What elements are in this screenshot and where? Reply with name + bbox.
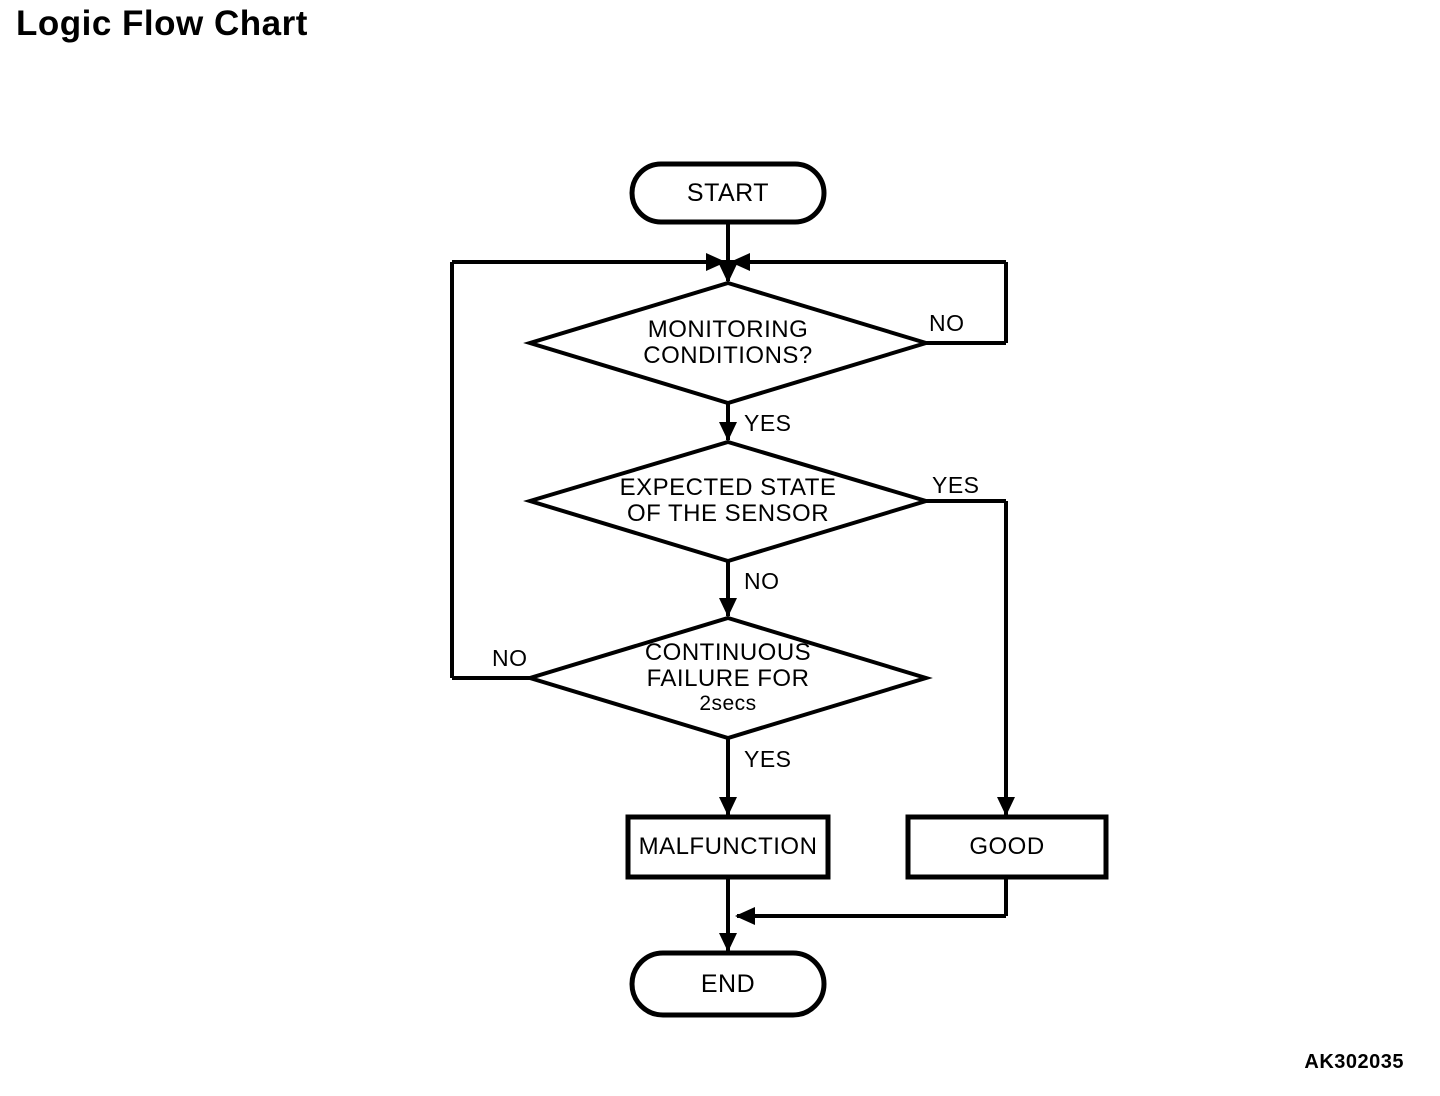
arrowhead-into-monitoring <box>719 264 737 283</box>
edge-label-expected-yes: YES <box>932 472 980 498</box>
process-malfunction-shape <box>625 814 831 880</box>
arrowhead-into-malfunction <box>719 797 737 816</box>
node-end: END <box>632 953 824 1015</box>
node-continuous-line3: 2secs <box>699 692 757 715</box>
node-monitoring-line2: CONDITIONS? <box>643 342 813 369</box>
arrowhead-into-expected <box>719 422 737 441</box>
edge-label-continuous-no: NO <box>492 645 528 671</box>
arrowhead-into-continuous <box>719 598 737 617</box>
arrowhead-junction-left <box>735 907 755 925</box>
terminator-end-shape <box>629 950 827 1018</box>
node-good: GOOD <box>908 817 1106 877</box>
terminator-start-shape <box>629 161 827 225</box>
arrowhead-merge-from-right <box>730 253 750 271</box>
edge-label-expected-no: NO <box>744 568 780 594</box>
arrowhead-merge-from-left <box>706 253 726 271</box>
edge-label-monitoring-no: NO <box>929 310 965 336</box>
node-end-label: END <box>700 969 756 998</box>
arrowhead-into-end <box>719 933 737 952</box>
node-continuous-line1: CONTINUOUS <box>644 639 812 666</box>
node-expected-state: EXPECTED STATE OF THE SENSOR <box>560 475 896 527</box>
node-continuous-line2: FAILURE FOR <box>646 665 810 692</box>
page-title: Logic Flow Chart <box>16 4 308 43</box>
figure-code: AK302035 <box>1304 1051 1404 1073</box>
node-malfunction: MALFUNCTION <box>628 817 828 877</box>
connector-lines <box>450 222 1008 951</box>
node-expected-line2: OF THE SENSOR <box>626 500 830 527</box>
arrowhead-into-good <box>997 797 1015 816</box>
node-good-label: GOOD <box>969 833 1045 860</box>
edge-label-monitoring-yes: YES <box>744 410 792 436</box>
node-malfunction-label: MALFUNCTION <box>638 833 818 860</box>
decision-continuous-shape <box>523 615 933 741</box>
node-expected-line1: EXPECTED STATE <box>619 474 837 501</box>
node-monitoring-line1: MONITORING <box>647 316 809 343</box>
node-continuous-failure: CONTINUOUS FAILURE FOR 2secs <box>560 640 896 716</box>
decision-expected-shape <box>523 439 933 564</box>
node-start: START <box>632 164 824 222</box>
node-monitoring-conditions: MONITORING CONDITIONS? <box>560 317 896 369</box>
process-good-shape <box>905 814 1109 880</box>
decision-monitoring-shape <box>523 280 933 406</box>
node-start-label: START <box>686 178 770 207</box>
edge-label-continuous-yes: YES <box>744 746 792 772</box>
